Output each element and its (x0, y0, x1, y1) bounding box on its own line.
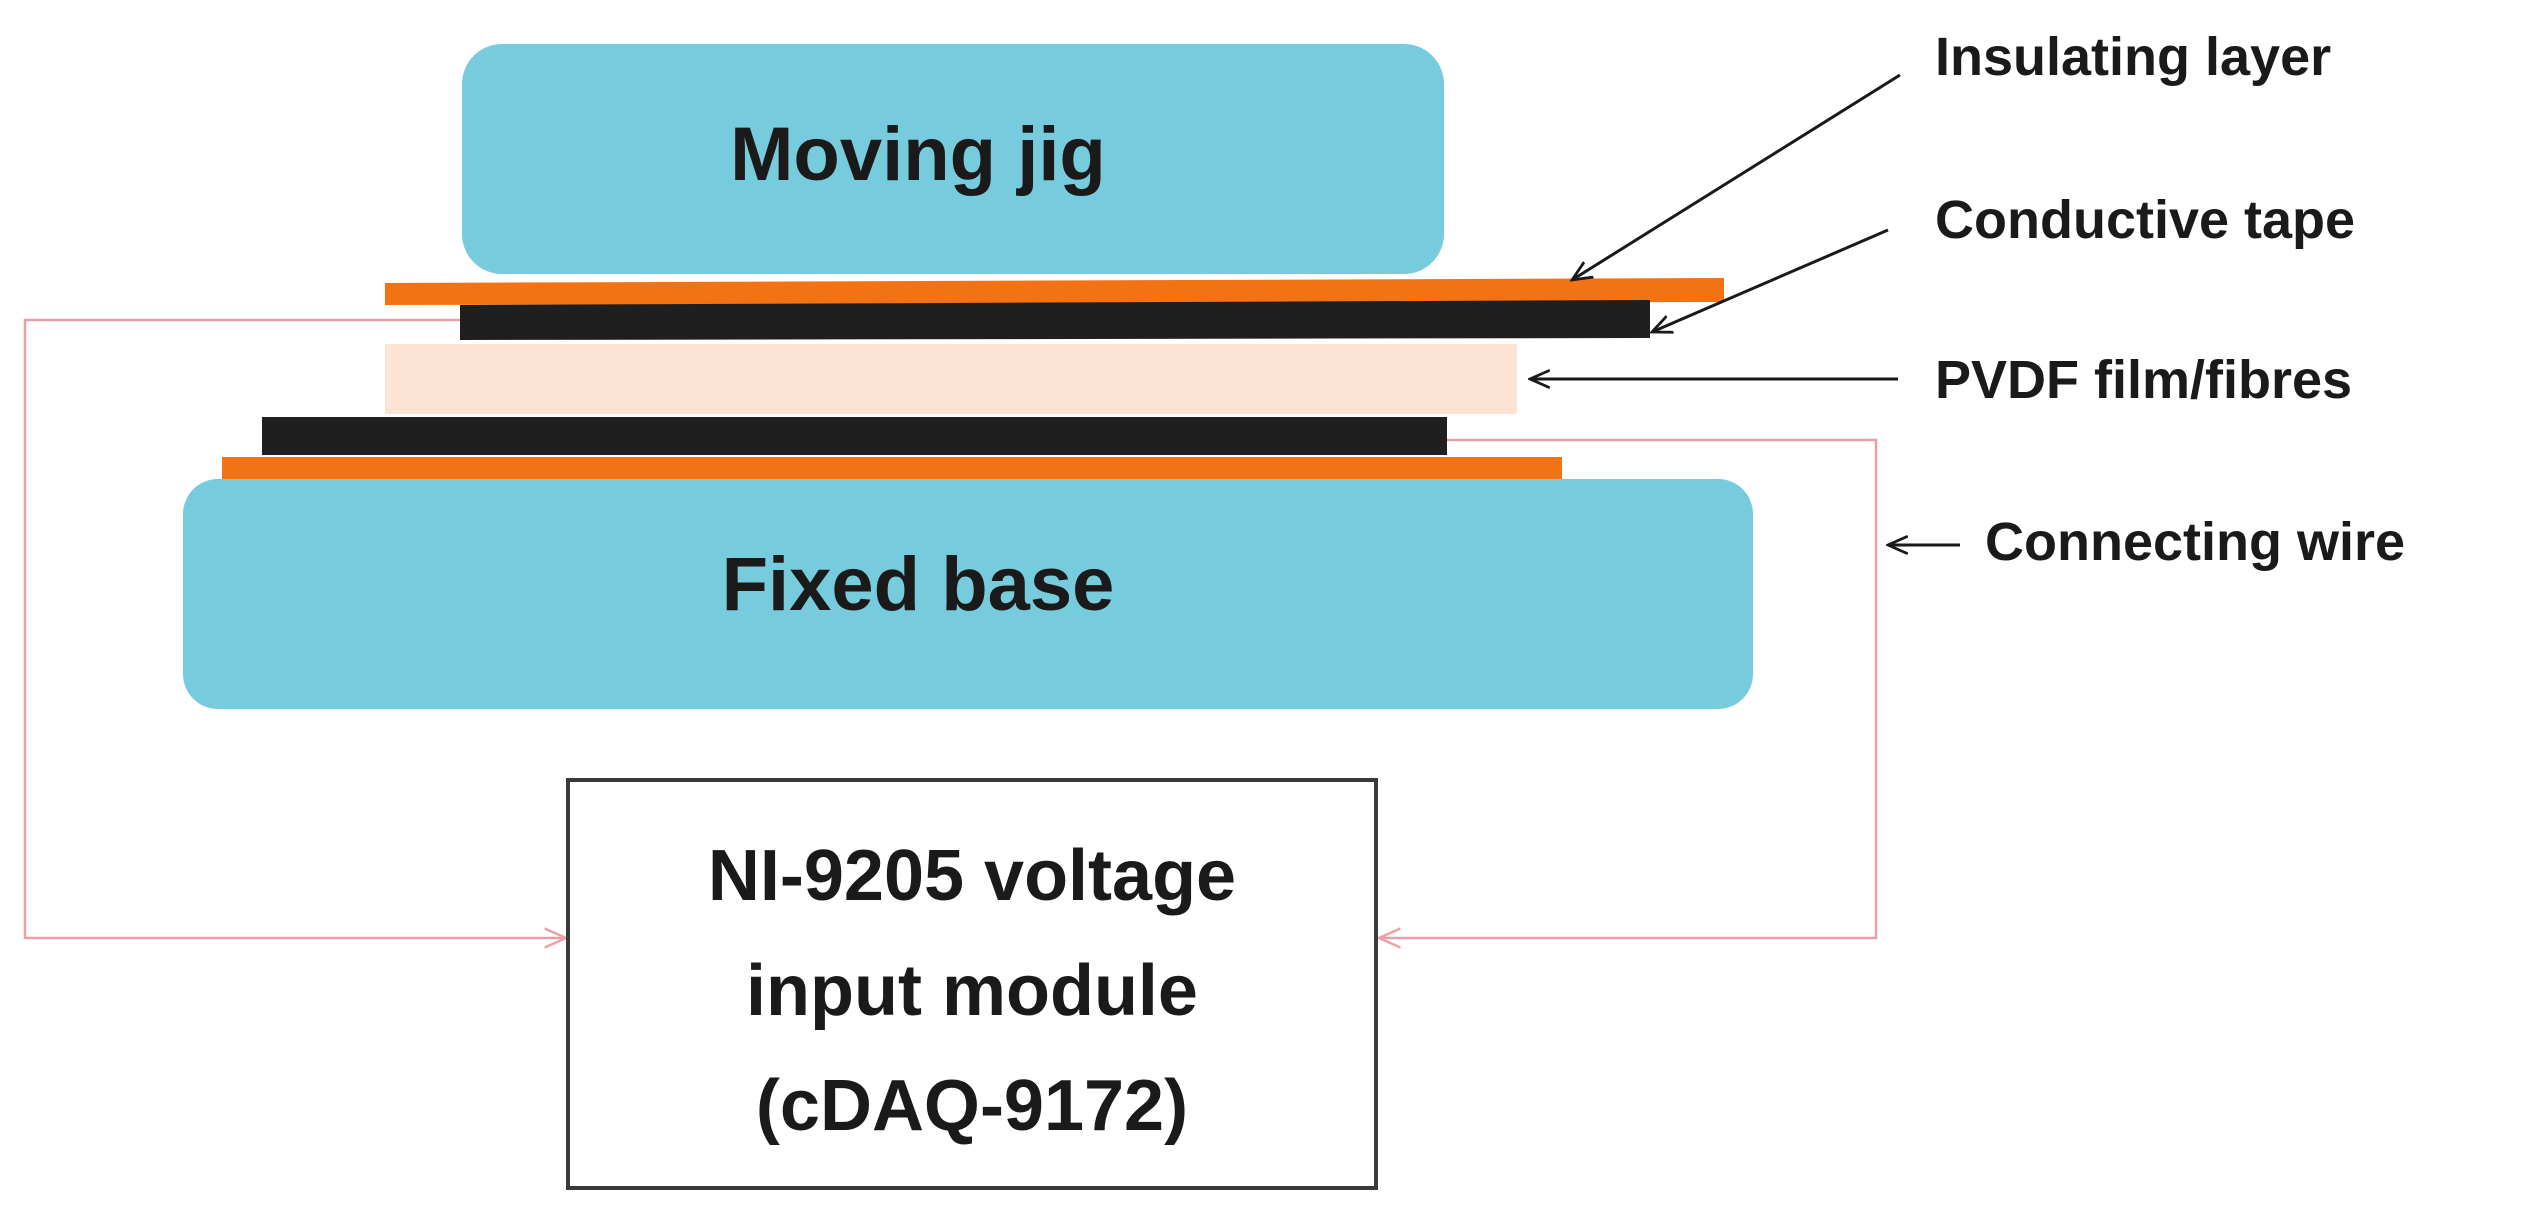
fixed-base-label: Fixed base (722, 542, 1115, 627)
conductive-tape-arrow (1652, 228, 1889, 332)
insulating-layer-arrow (1572, 73, 1901, 280)
connecting-wire-left (23, 318, 566, 938)
ni-module-line-1: NI-9205 voltage (708, 836, 1236, 916)
insulating-layer-bottom (222, 457, 1562, 483)
conductive-tape-bottom (262, 417, 1447, 455)
ni-module-line-3: (cDAQ-9172) (756, 1066, 1188, 1146)
ni-module-box (566, 778, 1378, 1190)
insulating-layer-top (385, 278, 1724, 305)
moving-jig-block (462, 44, 1444, 274)
pvdf-film (385, 344, 1517, 414)
pvdf-label: PVDF film/fibres (1935, 350, 2352, 410)
conductive-tape-label: Conductive tape (1935, 190, 2355, 250)
connecting-wire-label: Connecting wire (1985, 512, 2405, 572)
ni-module-line-2: input module (746, 951, 1198, 1031)
fixed-base-block (183, 479, 1753, 709)
insulating-layer-label: Insulating layer (1935, 27, 2331, 87)
moving-jig-label: Moving jig (730, 112, 1106, 197)
conductive-tape-top (460, 300, 1650, 340)
connecting-wire-right (1379, 438, 1878, 938)
